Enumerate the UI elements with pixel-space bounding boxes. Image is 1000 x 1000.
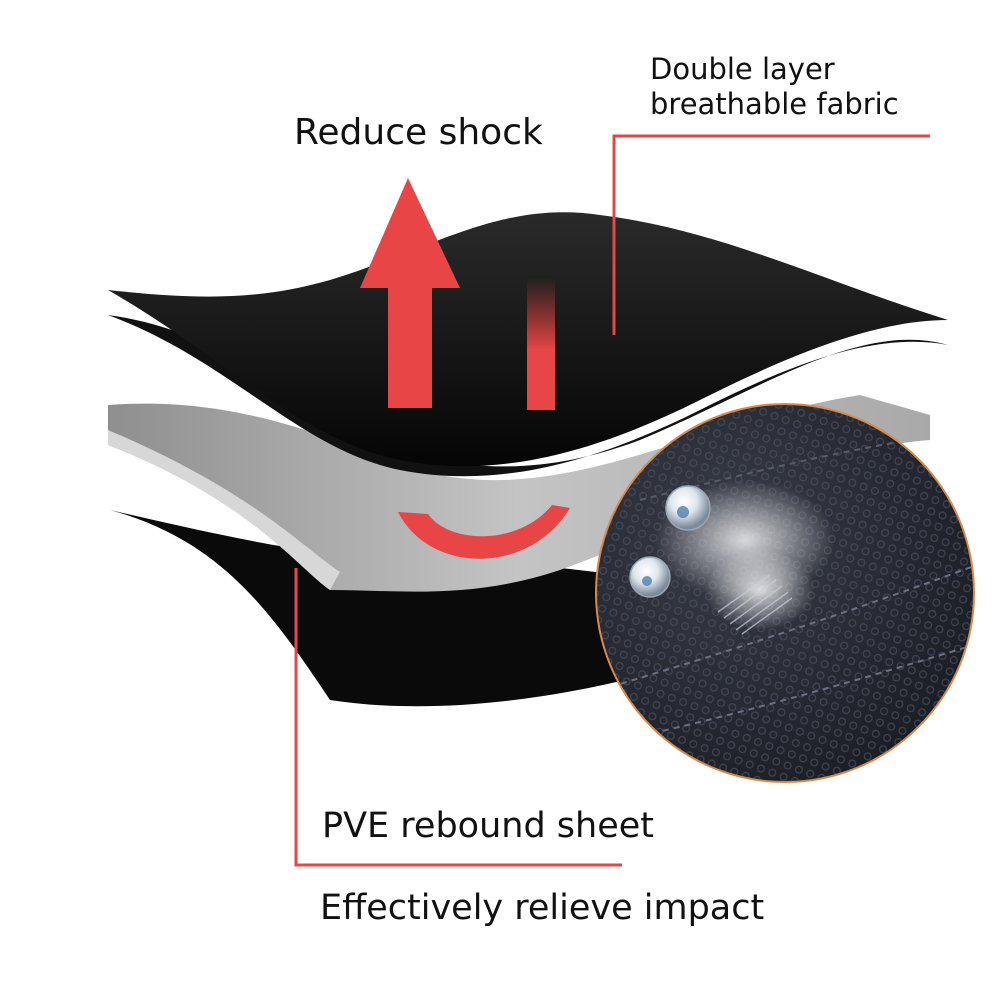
mesh-closeup (595, 403, 975, 783)
fabric-callout-line (612, 134, 930, 335)
water-droplet-icon (665, 485, 711, 531)
lower-fabric-layer (108, 315, 948, 477)
fabric-label-line2: breathable fabric (650, 87, 899, 121)
up-arrow-icon (360, 178, 460, 408)
rebound-curve-icon (398, 505, 570, 559)
pve-callout-line (294, 568, 622, 867)
reduce-shock-label: Reduce shock (294, 112, 543, 153)
pve-sheet-edge (108, 430, 340, 590)
fabric-label-line1: Double layer (650, 52, 835, 86)
impact-bar (527, 278, 555, 410)
pve-sheet-label: PVE rebound sheet (322, 806, 654, 846)
relieve-impact-label: Effectively relieve impact (320, 888, 765, 928)
